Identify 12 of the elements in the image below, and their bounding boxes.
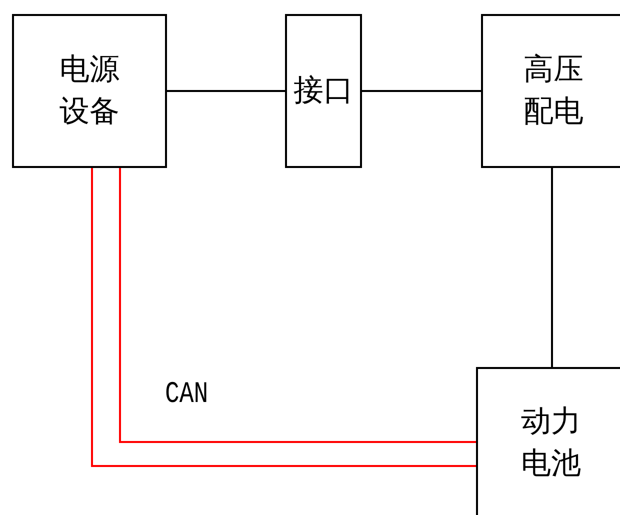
bus-label: CAN [165,378,208,412]
connector-line [362,90,481,92]
process-box [285,14,362,168]
process-box [481,14,620,168]
box-label: 动力电池 [520,403,582,483]
box-label: 高压配电 [522,51,584,131]
process-box [476,367,620,515]
box-label: 接口 [292,72,354,110]
box-label: 电源设备 [58,51,120,131]
process-box [12,14,167,168]
connector-line [167,90,285,92]
connector-line [551,168,553,367]
